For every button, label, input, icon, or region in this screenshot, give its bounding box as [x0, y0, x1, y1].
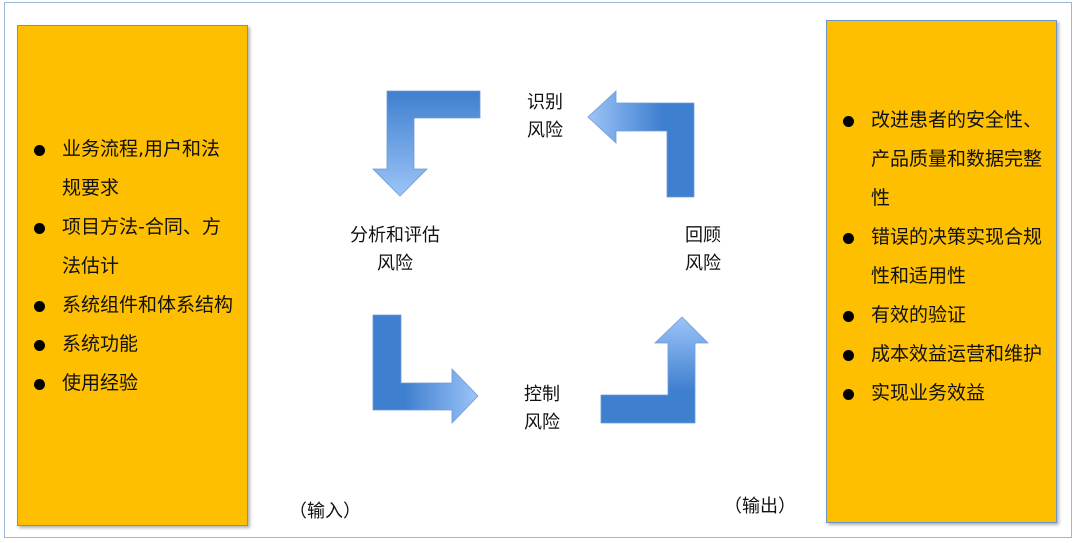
inputs-caption: （输入） [289, 501, 361, 522]
bullet-icon [34, 145, 45, 156]
list-item-text: 有效的验证 [871, 304, 967, 326]
arrow-review-to-identify [587, 90, 695, 198]
list-item: 有效的验证 [843, 296, 1050, 335]
list-item-text: 系统组件和体系结构 [62, 294, 234, 316]
list-item: 成本效益运营和维护 [843, 335, 1050, 374]
bullet-icon [843, 389, 854, 400]
list-item: 使用经验 [34, 364, 236, 403]
list-item: 错误的决策实现合规性和适用性 [843, 218, 1050, 296]
outputs-list: 改进患者的安全性、产品质量和数据完整性错误的决策实现合规性和适用性有效的验证成本… [843, 101, 1050, 413]
arrow-identify-to-analyze [372, 90, 481, 197]
list-item-text: 业务流程,用户和法规要求 [62, 138, 221, 199]
list-item-text: 成本效益运营和维护 [871, 343, 1043, 365]
bullet-icon [34, 340, 45, 351]
list-item-text: 系统功能 [62, 333, 139, 355]
inputs-box: 业务流程,用户和法规要求项目方法-合同、方法估计系统组件和体系结构系统功能使用经… [17, 25, 248, 526]
diagram-frame [4, 2, 1072, 538]
list-item: 改进患者的安全性、产品质量和数据完整性 [843, 101, 1050, 218]
bullet-icon [34, 301, 45, 312]
bullet-icon [843, 311, 854, 322]
list-item: 实现业务效益 [843, 374, 1050, 413]
inputs-list: 业务流程,用户和法规要求项目方法-合同、方法估计系统组件和体系结构系统功能使用经… [34, 130, 236, 403]
step-analyze-risk: 分析和评估 风险 [350, 225, 440, 274]
bullet-icon [843, 233, 854, 244]
list-item: 系统组件和体系结构 [34, 286, 236, 325]
list-item-text: 项目方法-合同、方法估计 [62, 216, 221, 277]
arrow-control-to-review [600, 316, 709, 424]
step-review-risk: 回顾 风险 [685, 225, 721, 274]
list-item: 业务流程,用户和法规要求 [34, 130, 236, 208]
step-identify-risk: 识别 风险 [527, 92, 563, 141]
list-item-text: 使用经验 [62, 372, 139, 394]
arrow-analyze-to-control [372, 314, 479, 424]
bullet-icon [843, 116, 854, 127]
step-control-risk: 控制 风险 [524, 384, 560, 433]
list-item-text: 实现业务效益 [871, 382, 986, 404]
list-item-text: 错误的决策实现合规性和适用性 [871, 226, 1043, 287]
list-item: 系统功能 [34, 325, 236, 364]
outputs-box: 改进患者的安全性、产品质量和数据完整性错误的决策实现合规性和适用性有效的验证成本… [826, 20, 1057, 523]
bullet-icon [34, 223, 45, 234]
outputs-caption: （输出） [724, 496, 796, 517]
bullet-icon [843, 350, 854, 361]
list-item-text: 改进患者的安全性、产品质量和数据完整性 [871, 109, 1043, 209]
bullet-icon [34, 379, 45, 390]
list-item: 项目方法-合同、方法估计 [34, 208, 236, 286]
